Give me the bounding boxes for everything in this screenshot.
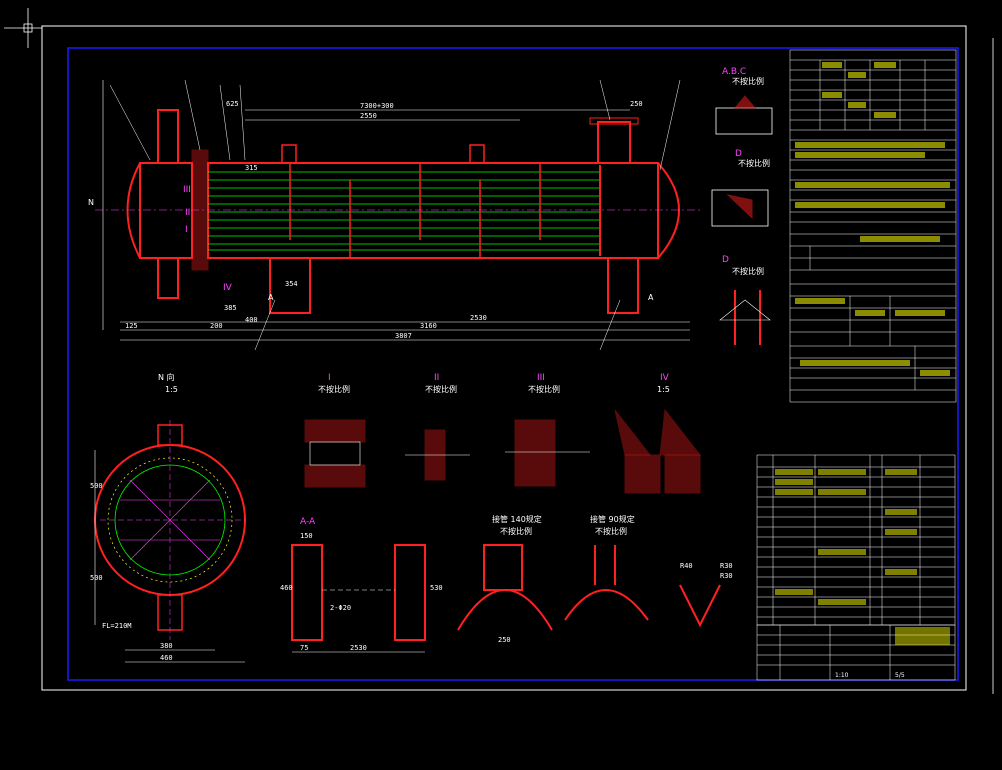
saddle-1-note: 不按比例 [500,526,532,536]
end-dim-500a: 500 [90,482,103,490]
inner-frame [67,47,959,681]
dim-2550: 2550 [360,112,377,120]
dim-315: 315 [245,164,258,172]
sec-ii-title: II [434,373,439,383]
title-drawing-no: 5/5 [895,672,905,679]
detail-views-right: A.B.C 不按比例 D 不按比例 D 不按比例 [711,67,773,345]
sec-iii-note: 不按比例 [528,384,560,394]
baffles [289,163,541,258]
main-view: 3160 3807 7300+300 2550 2530 625 315 385… [88,79,700,351]
saddle-2-title: 接管 90规定 [590,514,635,524]
aa-dim-530: 530 [430,584,443,592]
support-right [607,257,639,314]
title-fill [895,627,950,645]
callout-iii: III [183,185,191,195]
sec-iv-note: 1:5 [657,385,670,394]
nozzle-bottom-left [157,257,179,299]
aa-dim-150: 150 [300,532,313,540]
detail-d2-title: D [722,255,729,265]
nozzle-top-right [597,121,631,164]
parts-list-fill [775,469,917,605]
section-details: I 不按比例 II 不按比例 III 不按比例 IV 1:5 [304,373,702,494]
end-view-title: N 向 [158,372,175,382]
callout-iv: IV [223,283,233,293]
table-cell-highlights [795,62,950,376]
callout-ii: II [185,208,190,218]
callout-i: I [185,225,188,235]
saddle-3-r30b: R30 [720,572,733,580]
dim-200: 200 [210,322,223,330]
end-view-scale: 1:5 [165,385,178,394]
shell-body [207,162,659,259]
end-dim-380: 380 [160,642,173,650]
left-head [126,162,141,259]
saddle-2-note: 不按比例 [595,526,627,536]
end-dim-fl: FL=210M [102,622,132,630]
saddle-1-dim: 250 [498,636,511,644]
section-mark-a1: A [268,293,274,302]
end-dim-460: 460 [160,654,173,662]
sec-ii-note: 不按比例 [425,384,457,394]
dim-7300: 7300+300 [360,102,394,110]
title-block [756,624,956,681]
design-data-table [789,49,957,403]
dim-354: 354 [285,280,298,288]
detail-d2-note: 不按比例 [732,266,764,276]
aa-title: A-A [300,517,316,527]
dim-2530: 2530 [470,314,487,322]
sec-iv-title: IV [660,373,670,383]
detail-d-note: 不按比例 [738,158,770,168]
section-aa: A-A 150 460 530 2530 75 2-Φ20 [280,517,443,653]
saddle-1-title: 接管 140规定 [492,514,542,524]
detail-abc-note: 不按比例 [732,76,764,86]
title-scale: 1:10 [835,672,849,679]
section-mark-a2: A [648,293,654,302]
dim-3807: 3807 [395,332,412,340]
outer-frame [41,25,967,691]
end-view: N 向 1:5 500 500 380 460 FL=210M [90,372,246,663]
sec-i-note: 不按比例 [318,384,350,394]
nozzle-flange-tr [589,117,639,125]
tube-bundle [208,171,600,251]
parts-list [756,454,956,626]
nozzle-top-left [157,109,179,164]
aa-dim-2530: 2530 [350,644,367,652]
detail-d-title: D [735,149,742,159]
dim-625: 625 [226,100,239,108]
right-head [657,162,680,259]
dim-250: 250 [630,100,643,108]
saddle-3-r40: R40 [680,562,693,570]
end-dim-500b: 500 [90,574,103,582]
crosshair-icon [4,8,42,48]
support-left [269,257,311,314]
dim-385: 385 [224,304,237,312]
saddle-details: 接管 140规定 不按比例 250 接管 90规定 不按比例 R40 R30 R… [457,514,733,644]
dim-3160: 3160 [420,322,437,330]
sec-iii-title: III [537,373,545,383]
detail-abc-title: A.B.C [722,67,746,77]
flow-mark-n: N [88,198,94,207]
dim-400: 400 [245,316,258,324]
aa-dim-460: 460 [280,584,293,592]
sec-i-title: I [328,373,331,383]
aa-dim-bolt: 2-Φ20 [330,604,351,612]
aa-dim-75: 75 [300,644,308,652]
saddle-3-r30a: R30 [720,562,733,570]
dim-125: 125 [125,322,138,330]
